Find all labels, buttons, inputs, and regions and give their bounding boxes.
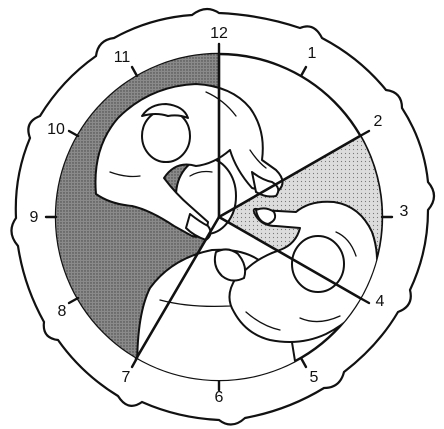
hour-label-12: 12 bbox=[210, 25, 228, 42]
hour-label-9: 9 bbox=[30, 209, 39, 226]
hour-label-2: 2 bbox=[374, 113, 383, 130]
hour-label-4: 4 bbox=[376, 293, 385, 310]
hour-label-6: 6 bbox=[215, 389, 224, 406]
hour-label-5: 5 bbox=[310, 369, 319, 386]
hour-label-3: 3 bbox=[400, 203, 409, 220]
hour-label-8: 8 bbox=[58, 303, 67, 320]
hour-label-11: 11 bbox=[114, 49, 131, 66]
hour-label-10: 10 bbox=[47, 121, 65, 138]
hour-label-7: 7 bbox=[122, 369, 131, 386]
hour-label-1: 1 bbox=[308, 45, 317, 62]
